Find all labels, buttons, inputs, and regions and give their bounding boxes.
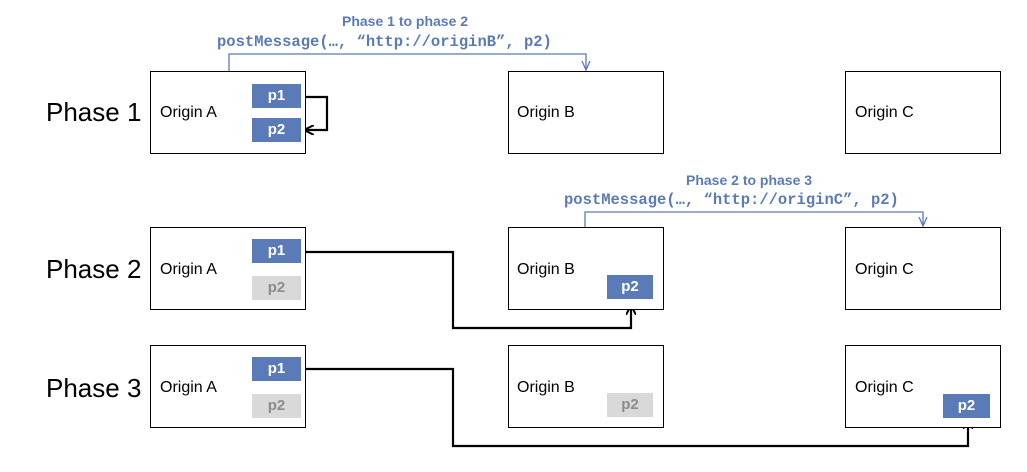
phase-1-origin-c-label: Origin C [855, 104, 914, 121]
phase-3-origin-b-port-p2-transferred: p2 [607, 393, 653, 417]
phase-2-origin-b-port-p2: p2 [607, 275, 653, 299]
transition-1-title: Phase 1 to phase 2 [342, 13, 469, 29]
phase-1-origin-b-label: Origin B [517, 104, 575, 121]
phase-1-origin-a-port-p2: p2 [252, 118, 301, 142]
phase-1-origin-a-label: Origin A [160, 104, 217, 121]
transition-1-code: postMessage(…, “http://originB”, p2) [217, 33, 552, 51]
phase-3-origin-a-port-p2-transferred: p2 [252, 394, 301, 418]
phase-1-origin-a-port-p1: p1 [252, 84, 301, 108]
transition-2-title: Phase 2 to phase 3 [686, 172, 813, 188]
transition-2-code: postMessage(…, “http://originC”, p2) [564, 191, 899, 209]
transition-arrow-b-to-c [584, 211, 923, 227]
phase-2-origin-a-label: Origin A [160, 261, 217, 278]
phase-3-origin-c-port-p2: p2 [943, 394, 990, 418]
phase-1-origin-b [508, 71, 664, 154]
channel-phase3-a-p1-to-c-p2 [302, 369, 968, 448]
transition-arrow-a-to-b [228, 53, 586, 71]
phase-2-origin-a-port-p1: p1 [252, 239, 301, 263]
channel-phase1-p1-p2 [305, 97, 329, 130]
phase-2-origin-c-label: Origin C [855, 261, 914, 278]
phase-1-label: Phase 1 [46, 97, 142, 127]
channel-phase2-a-p1-to-b-p2 [302, 252, 631, 330]
phase-1-origin-c [845, 71, 1001, 154]
phase-3-origin-c-label: Origin C [855, 379, 914, 396]
phase-3-label: Phase 3 [46, 373, 142, 403]
phase-3-origin-a-label: Origin A [160, 379, 217, 396]
phase-3-origin-b-label: Origin B [517, 379, 575, 396]
phase-3-origin-a-port-p1: p1 [252, 357, 301, 381]
phase-2-origin-a-port-p2-transferred: p2 [252, 276, 301, 300]
phase-2-origin-c [845, 227, 1001, 310]
phase-2-origin-b-label: Origin B [517, 261, 575, 278]
phase-2-label: Phase 2 [46, 254, 142, 284]
